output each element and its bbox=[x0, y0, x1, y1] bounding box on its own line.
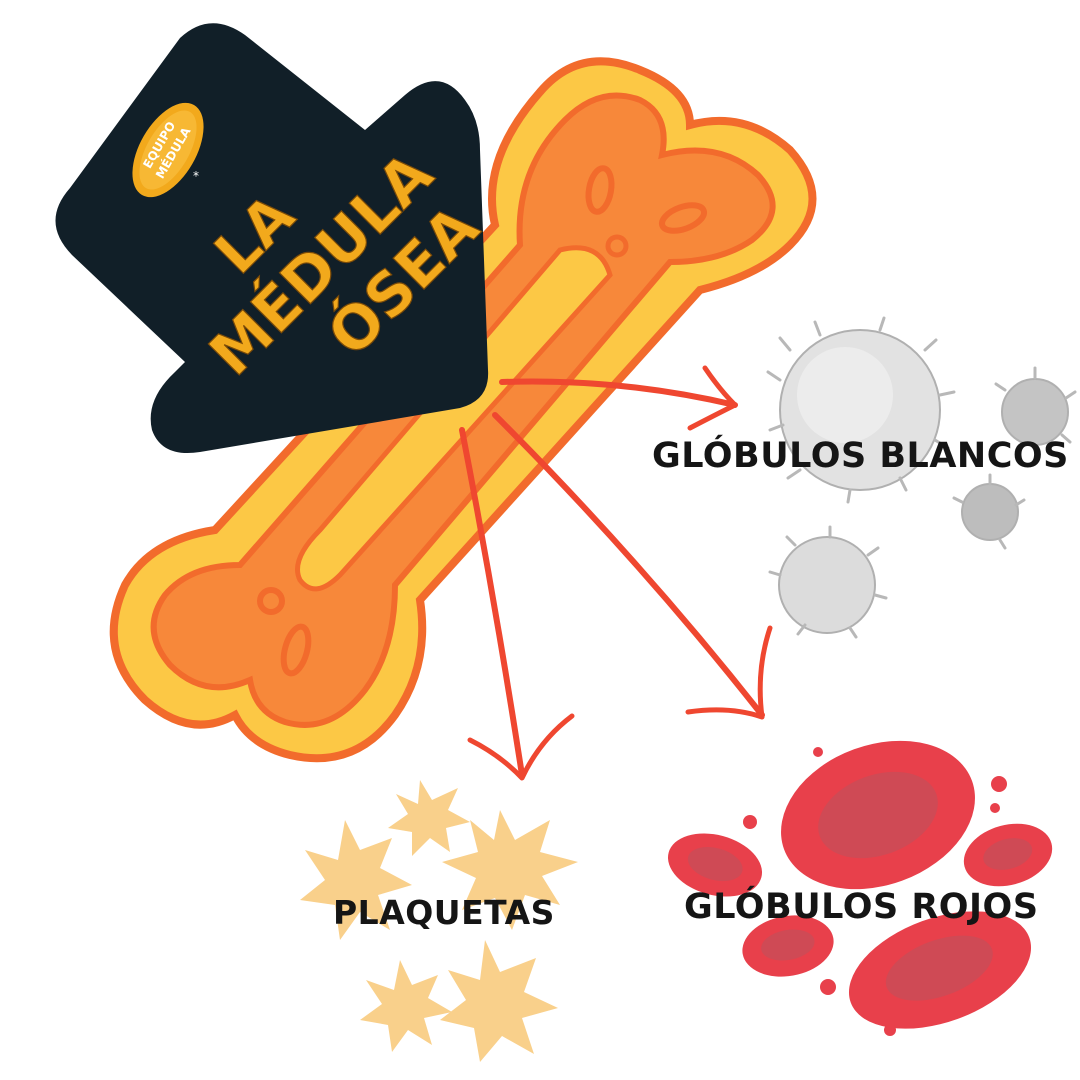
arrow-to-platelets bbox=[459, 427, 525, 778]
badge-star-icon: * bbox=[193, 169, 199, 183]
white-blood-cells bbox=[778, 329, 1069, 634]
red-blood-cells bbox=[667, 740, 1053, 1036]
red-droplet bbox=[884, 1024, 896, 1036]
red-cell bbox=[848, 911, 1032, 1029]
platelet bbox=[360, 960, 452, 1052]
red-droplet bbox=[990, 803, 1000, 813]
bone-illustration bbox=[109, 57, 817, 763]
label-white-blood-cells: GLÓBULOS BLANCOS bbox=[652, 436, 1069, 476]
white-cell bbox=[961, 483, 1019, 541]
bone-spot bbox=[605, 234, 629, 258]
red-droplet bbox=[820, 979, 836, 995]
red-droplet bbox=[813, 747, 823, 757]
bone-spot bbox=[585, 165, 615, 215]
arrow-to-white-cells bbox=[499, 378, 738, 408]
arrowhead-platelets bbox=[467, 713, 575, 781]
white-cell bbox=[778, 536, 876, 634]
bone-shaft-highlight bbox=[295, 245, 613, 592]
team-badge: EQUIPO MÉDULA bbox=[132, 102, 204, 198]
red-cell bbox=[667, 833, 763, 897]
platelet bbox=[388, 780, 470, 856]
pointer-arrows bbox=[459, 365, 773, 781]
platelet bbox=[442, 810, 578, 930]
red-cell bbox=[742, 915, 834, 977]
arrowhead-white-cells bbox=[687, 365, 738, 431]
red-droplet bbox=[991, 776, 1007, 792]
white-cell-spikes bbox=[766, 316, 1077, 639]
platelet bbox=[300, 820, 412, 940]
platelet bbox=[440, 940, 558, 1062]
label-platelets: PLAQUETAS bbox=[333, 893, 555, 932]
label-red-blood-cells: GLÓBULOS ROJOS bbox=[684, 887, 1039, 927]
red-cell bbox=[963, 823, 1053, 887]
bone-spot bbox=[257, 587, 285, 615]
arrowhead-red-cells bbox=[685, 625, 773, 720]
red-droplet bbox=[743, 815, 757, 829]
platelets bbox=[300, 780, 578, 1062]
red-cell bbox=[781, 740, 975, 890]
bone-spot bbox=[280, 623, 312, 677]
arrow-to-red-cells bbox=[492, 412, 765, 718]
bone-spot bbox=[658, 202, 708, 234]
